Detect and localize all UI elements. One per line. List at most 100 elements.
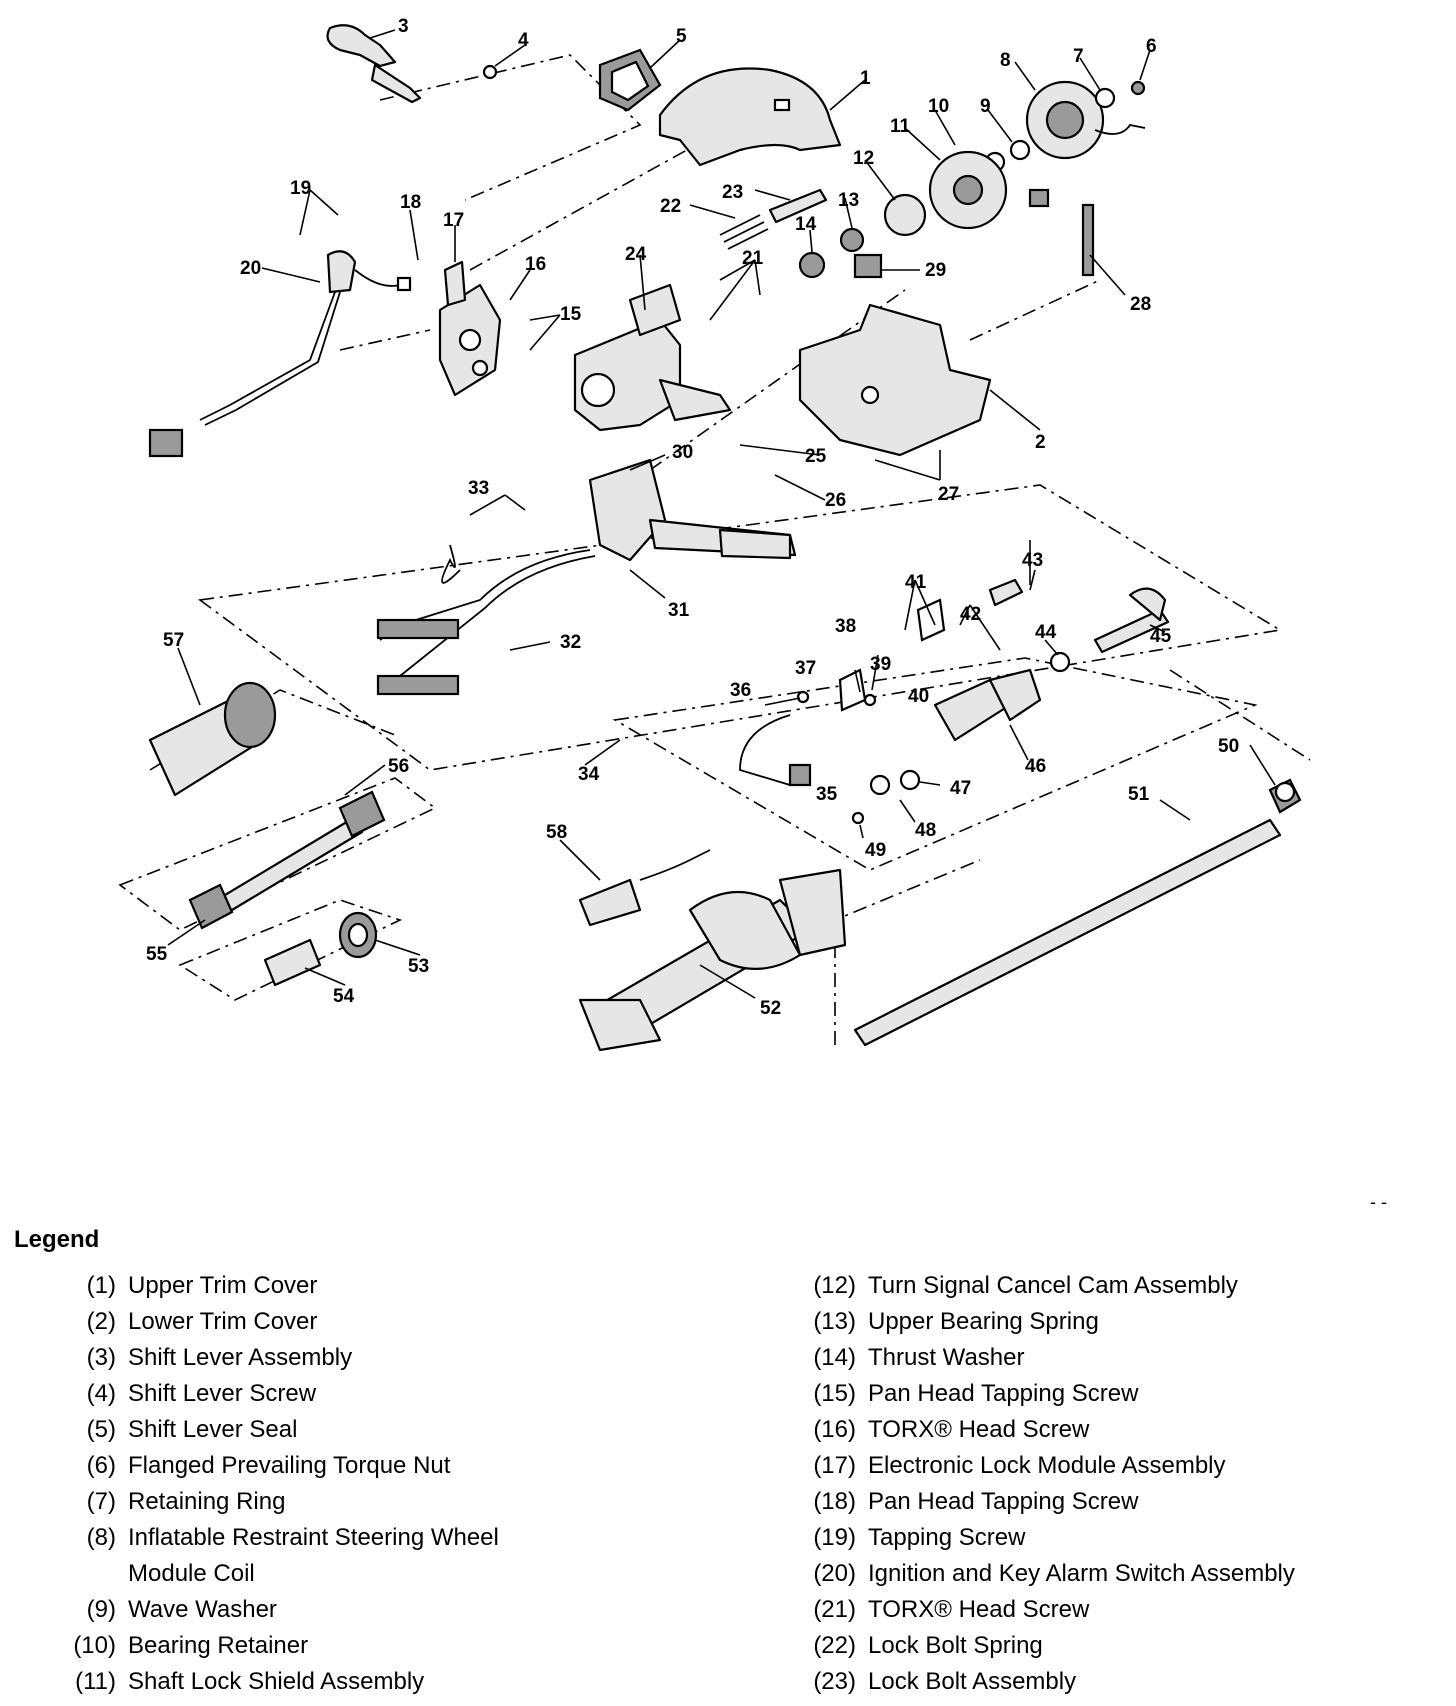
legend-label: Shift Lever Assembly bbox=[128, 1344, 353, 1371]
callout-49: 49 bbox=[865, 840, 886, 861]
legend-number: (23) bbox=[813, 1668, 856, 1695]
cover-line bbox=[469, 139, 706, 271]
lock-module bbox=[438, 260, 502, 397]
legend-item: (17)Electronic Lock Module Assembly bbox=[780, 1448, 1440, 1484]
callout-15: 15 bbox=[560, 304, 582, 325]
ignition-switch bbox=[148, 250, 412, 458]
thrust-washer bbox=[798, 251, 826, 279]
legend-number: (18) bbox=[813, 1488, 856, 1515]
legend-item: (1)Upper Trim Cover bbox=[40, 1268, 740, 1304]
legend-left-column: (1)Upper Trim Cover (2)Lower Trim Cover … bbox=[40, 1268, 740, 1700]
callout-20: 20 bbox=[240, 258, 261, 279]
seals bbox=[263, 911, 378, 987]
callout-9: 9 bbox=[980, 96, 991, 117]
legend-item: (15)Pan Head Tapping Screw bbox=[780, 1376, 1440, 1412]
callout-4: 4 bbox=[518, 30, 529, 51]
callout-21: 21 bbox=[742, 248, 764, 269]
legend-number: (3) bbox=[86, 1344, 116, 1371]
legend-label: Retaining Ring bbox=[128, 1488, 286, 1515]
callout-31: 31 bbox=[668, 600, 690, 621]
legend-label: Upper Trim Cover bbox=[128, 1272, 318, 1299]
legend-number: (2) bbox=[86, 1308, 116, 1335]
upper-trim-cover bbox=[658, 67, 842, 167]
legend-item: (9)Wave Washer bbox=[40, 1592, 740, 1628]
lock-bolt bbox=[719, 188, 828, 250]
legend-label: Upper Bearing Spring bbox=[868, 1308, 1099, 1335]
callout-53: 53 bbox=[408, 956, 429, 977]
callout-29: 29 bbox=[925, 260, 946, 281]
callout-18: 18 bbox=[400, 192, 421, 213]
shaft-end-line bbox=[1169, 669, 1311, 761]
callout-58: 58 bbox=[546, 822, 567, 843]
legend-label: Pan Head Tapping Screw bbox=[868, 1488, 1139, 1515]
shaft-group-outline bbox=[118, 777, 437, 931]
callout-12: 12 bbox=[853, 148, 874, 169]
callout-45: 45 bbox=[1150, 626, 1172, 647]
legend-item: (4)Shift Lever Screw bbox=[40, 1376, 740, 1412]
lock-housing bbox=[573, 283, 732, 432]
callout-46: 46 bbox=[1025, 756, 1046, 777]
callout-25: 25 bbox=[805, 446, 827, 467]
legend-item: (13)Upper Bearing Spring bbox=[780, 1304, 1440, 1340]
legend-item: (18) Pan Head Tapping Screw bbox=[780, 1484, 1440, 1520]
legend-number: (11) bbox=[75, 1668, 116, 1695]
callout-numbers: 1 2 3 4 5 6 7 8 9 10 11 12 13 14 15 16 1… bbox=[146, 16, 1239, 1019]
callout-24: 24 bbox=[625, 244, 647, 265]
legend-item: (22)Lock Bolt Spring bbox=[780, 1628, 1440, 1664]
legend-label: Thrust Washer bbox=[868, 1344, 1025, 1371]
callout-39: 39 bbox=[870, 654, 891, 675]
callout-11: 11 bbox=[890, 116, 911, 137]
callout-54: 54 bbox=[333, 986, 355, 1007]
callout-32: 32 bbox=[560, 632, 581, 653]
callout-13: 13 bbox=[838, 190, 859, 211]
pin-28 bbox=[1081, 203, 1095, 277]
shift-lever-seal bbox=[598, 48, 662, 112]
legend-label: Pan Head Tapping Screw bbox=[868, 1380, 1139, 1407]
callout-26: 26 bbox=[825, 490, 846, 511]
callout-8: 8 bbox=[1000, 50, 1011, 71]
legend-number: (20) bbox=[813, 1560, 856, 1587]
coil-and-rings bbox=[798, 80, 1146, 279]
callout-50: 50 bbox=[1218, 736, 1239, 757]
callout-38: 38 bbox=[835, 616, 856, 637]
switch-group-outline bbox=[197, 484, 1283, 771]
callout-33: 33 bbox=[468, 478, 489, 499]
exploded-diagram: 1 2 3 4 5 6 7 8 9 10 11 12 13 14 15 16 1… bbox=[118, 16, 1311, 1052]
lock-actuator bbox=[739, 578, 1170, 825]
legend-title: Legend bbox=[14, 1226, 100, 1253]
bracket-29 bbox=[853, 253, 883, 279]
callout-34: 34 bbox=[578, 764, 600, 785]
screw-4 bbox=[482, 64, 498, 80]
callout-44: 44 bbox=[1035, 622, 1057, 643]
legend-item: (10)Bearing Retainer bbox=[40, 1628, 740, 1664]
callout-22: 22 bbox=[660, 196, 681, 217]
legend-label: Shift Lever Seal bbox=[128, 1416, 298, 1443]
bearing-spring bbox=[839, 227, 865, 253]
legend-label: Tapping Screw bbox=[868, 1524, 1026, 1551]
callout-37: 37 bbox=[795, 658, 816, 679]
legend-number: (16) bbox=[813, 1416, 856, 1443]
legend-item: (2)Lower Trim Cover bbox=[40, 1304, 740, 1340]
legend-item: (16)TORX® Head Screw bbox=[780, 1412, 1440, 1448]
clip-33 bbox=[441, 544, 461, 584]
legend-label: Inflatable Restraint Steering Wheel Modu… bbox=[128, 1524, 499, 1587]
legend-label: TORX® Head Screw bbox=[868, 1596, 1090, 1623]
legend-number: (5) bbox=[86, 1416, 116, 1443]
legend-number: (9) bbox=[86, 1596, 116, 1623]
intermediate-shaft bbox=[188, 790, 386, 930]
lower-cover-line bbox=[969, 279, 1101, 341]
legend-label: Shift Lever Screw bbox=[128, 1380, 317, 1407]
ignition-lock-cylinder bbox=[148, 681, 277, 797]
column-jacket bbox=[578, 849, 847, 1052]
legend-label: Shaft Lock Shield Assembly bbox=[128, 1668, 425, 1695]
corner-mark: - - bbox=[1370, 1192, 1387, 1212]
callout-19: 19 bbox=[290, 178, 311, 199]
legend-item: (7)Retaining Ring bbox=[40, 1484, 740, 1520]
legend-number: (22) bbox=[813, 1632, 856, 1659]
callout-2: 2 bbox=[1035, 432, 1046, 453]
callout-55: 55 bbox=[146, 944, 168, 965]
legend-number: (12) bbox=[813, 1272, 856, 1299]
legend-number: (17) bbox=[813, 1452, 856, 1479]
legend-number: (10) bbox=[73, 1632, 116, 1659]
callout-52: 52 bbox=[760, 998, 781, 1019]
